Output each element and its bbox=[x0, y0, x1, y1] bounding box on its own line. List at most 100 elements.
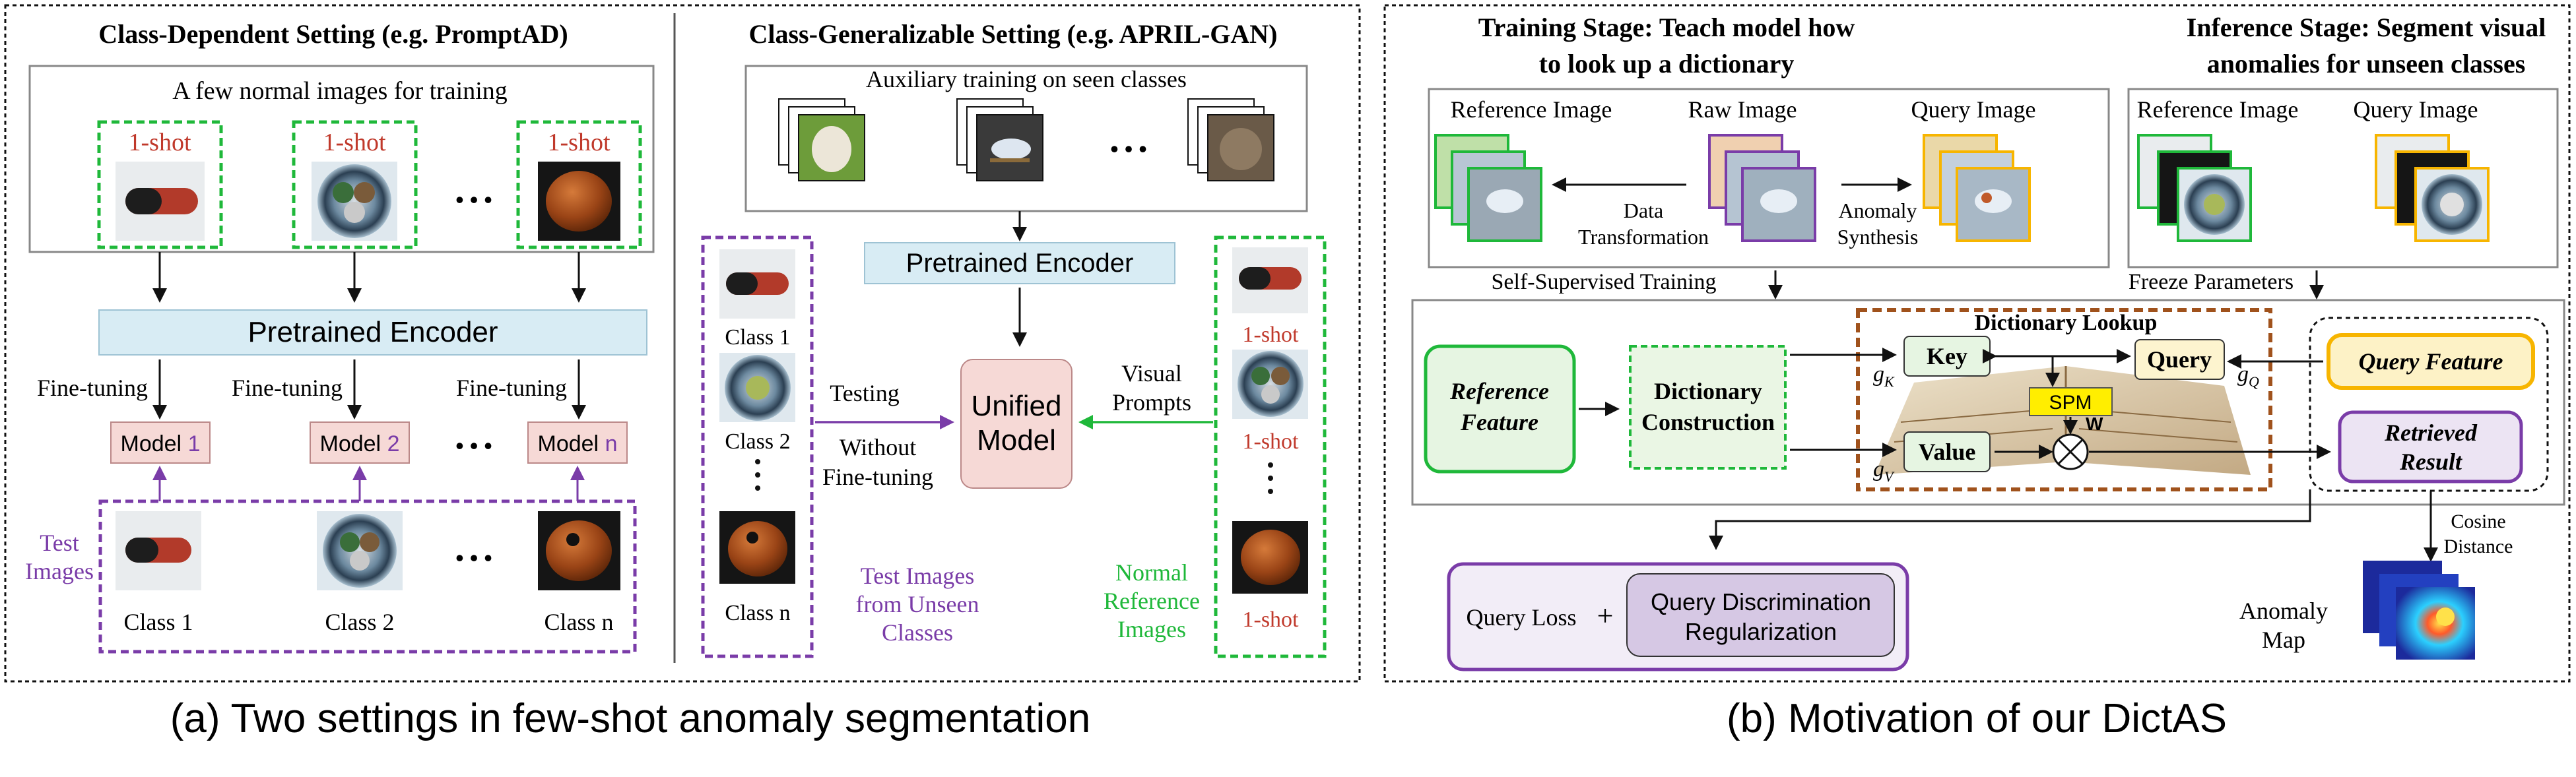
test-images-label-2: Images bbox=[25, 558, 94, 584]
test-images-box bbox=[98, 499, 637, 654]
training-stage-2: to look up a dictionary bbox=[1539, 49, 1795, 78]
ellipsis-a1: • • • bbox=[455, 187, 492, 213]
ref-image-1 bbox=[1232, 247, 1308, 313]
cat-image-stack bbox=[1187, 98, 1274, 181]
cosine-1: Cosine bbox=[2451, 511, 2505, 532]
encoder-a2 bbox=[864, 242, 1175, 284]
aux-training-box bbox=[744, 65, 1308, 212]
finetune-2: Fine-tuning bbox=[232, 375, 343, 401]
qdr-1: Query Discrimination bbox=[1651, 588, 1871, 615]
shot-label-2: 1-shot bbox=[323, 129, 386, 156]
gen-class-label-2: Class 2 bbox=[725, 429, 790, 454]
inf-ref-images bbox=[2137, 134, 2252, 242]
without-label: Without bbox=[840, 434, 917, 460]
finetune-n: Fine-tuning bbox=[456, 375, 567, 401]
ellipsis-a3: • • • bbox=[455, 545, 492, 571]
caption-a: (a) Two settings in few-shot anomaly seg… bbox=[170, 696, 1091, 741]
gen-class-label-n: Class n bbox=[725, 601, 790, 625]
finetuning-label: Fine-tuning bbox=[822, 464, 933, 490]
qdr-2: Regularization bbox=[1685, 618, 1837, 645]
model-prefix-n: Model bbox=[538, 431, 599, 456]
encoder-a1-label: Pretrained Encoder bbox=[248, 316, 498, 348]
inf-query-label: Query Image bbox=[2354, 96, 2478, 123]
ref-shot-2: 1-shot bbox=[1243, 429, 1300, 454]
svg-text:Model 2: Model 2 bbox=[320, 431, 400, 456]
test-image-2 bbox=[317, 511, 403, 590]
shot-card-2: 1-shot bbox=[292, 120, 418, 249]
g-k-label: gK bbox=[1873, 362, 1895, 390]
g-q-label: gQ bbox=[2237, 362, 2259, 390]
unified-label-2: Model bbox=[977, 424, 1056, 456]
encoder-a2-label: Pretrained Encoder bbox=[906, 249, 1134, 278]
query-image-label: Query Image bbox=[1911, 96, 2036, 123]
inference-stage-1: Inference Stage: Segment visual bbox=[2187, 13, 2546, 42]
ellipsis-a2: • • • bbox=[455, 433, 492, 459]
data-transform-1: Data bbox=[1624, 199, 1663, 222]
shot-label-1: 1-shot bbox=[129, 129, 191, 156]
query-loss-label: Query Loss bbox=[1467, 604, 1577, 631]
gen-test-image-2 bbox=[719, 353, 795, 422]
gen-test-image-n bbox=[719, 511, 795, 584]
ref-image-2 bbox=[1232, 350, 1308, 419]
finetune-1: Fine-tuning bbox=[37, 375, 148, 401]
freeze-params-label: Freeze Parameters bbox=[2129, 270, 2294, 294]
anomaly-synth-1: Anomaly bbox=[1838, 199, 1917, 222]
g-v-sub: V bbox=[1884, 468, 1895, 485]
qdr-box bbox=[1626, 573, 1895, 657]
model-id-2: 2 bbox=[387, 431, 400, 456]
self-supervised-label: Self-Supervised Training bbox=[1492, 270, 1717, 294]
unseen-label-2: from Unseen bbox=[856, 591, 979, 617]
unseen-test-box bbox=[701, 235, 814, 658]
model-id-1: 1 bbox=[188, 431, 201, 456]
anomaly-map-images bbox=[2363, 561, 2475, 660]
ellipsis-a4: • • • bbox=[1110, 136, 1147, 162]
plus-sign: + bbox=[1597, 600, 1614, 632]
normal-label-3: Images bbox=[1117, 616, 1186, 642]
normal-reference-box bbox=[1214, 235, 1327, 658]
bird-image-stack bbox=[956, 98, 1043, 181]
unified-label-1: Unified bbox=[972, 390, 1062, 422]
train-ref-images bbox=[1434, 134, 1542, 242]
g-v-label: gV bbox=[1873, 457, 1895, 485]
unseen-label-3: Classes bbox=[882, 619, 953, 646]
training-images-box bbox=[28, 65, 655, 253]
test-image-1 bbox=[116, 511, 201, 590]
class-label-2: Class 2 bbox=[325, 609, 394, 635]
value-box bbox=[1903, 431, 1991, 472]
class-label-n: Class n bbox=[544, 609, 613, 635]
test-image-n bbox=[538, 511, 620, 590]
class-generalizable-title: Class-Generalizable Setting (e.g. APRIL-… bbox=[748, 19, 1277, 49]
anomaly-synth-2: Synthesis bbox=[1837, 225, 1919, 249]
unified-model-box bbox=[960, 359, 1073, 489]
inference-stage-2: anomalies for unseen classes bbox=[2207, 49, 2526, 78]
train-query-images bbox=[1923, 134, 2031, 242]
test-images-label-1: Test bbox=[40, 530, 79, 556]
model-box-n: Model n bbox=[527, 421, 628, 464]
ref-shot-1: 1-shot bbox=[1243, 323, 1300, 347]
raw-image-label: Raw Image bbox=[1688, 96, 1797, 123]
dictas-model-frame bbox=[1411, 299, 2565, 506]
sheep-image-stack bbox=[778, 98, 865, 181]
g-q-base: g bbox=[2237, 362, 2249, 387]
train-raw-images bbox=[1708, 134, 1816, 242]
dict-construct-2: Construction bbox=[1641, 409, 1775, 435]
w-label: W bbox=[2086, 414, 2103, 434]
shot-card-n: 1-shot bbox=[516, 120, 642, 249]
cosine-2: Distance bbox=[2444, 536, 2513, 557]
model-prefix-1: Model bbox=[121, 431, 182, 456]
reference-feature-box bbox=[1424, 344, 1576, 474]
class-label-1: Class 1 bbox=[123, 609, 193, 635]
ref-feature-2: Feature bbox=[1460, 409, 1538, 435]
caption-b: (b) Motivation of our DictAS bbox=[1727, 696, 2227, 741]
retrieved-result-box bbox=[2338, 410, 2523, 483]
key-label: Key bbox=[1927, 343, 1967, 369]
panel-a-frame bbox=[4, 4, 1361, 683]
anomaly-map-2: Map bbox=[2262, 627, 2305, 653]
shot-label-n: 1-shot bbox=[548, 129, 611, 156]
training-images-frame bbox=[1428, 88, 2110, 268]
dict-construct-1: Dictionary bbox=[1654, 378, 1762, 404]
dictionary-construction-box bbox=[1629, 345, 1787, 470]
dictionary-lookup-frame bbox=[1856, 308, 2272, 491]
class-dependent-title: Class-Dependent Setting (e.g. PromptAD) bbox=[98, 19, 568, 49]
